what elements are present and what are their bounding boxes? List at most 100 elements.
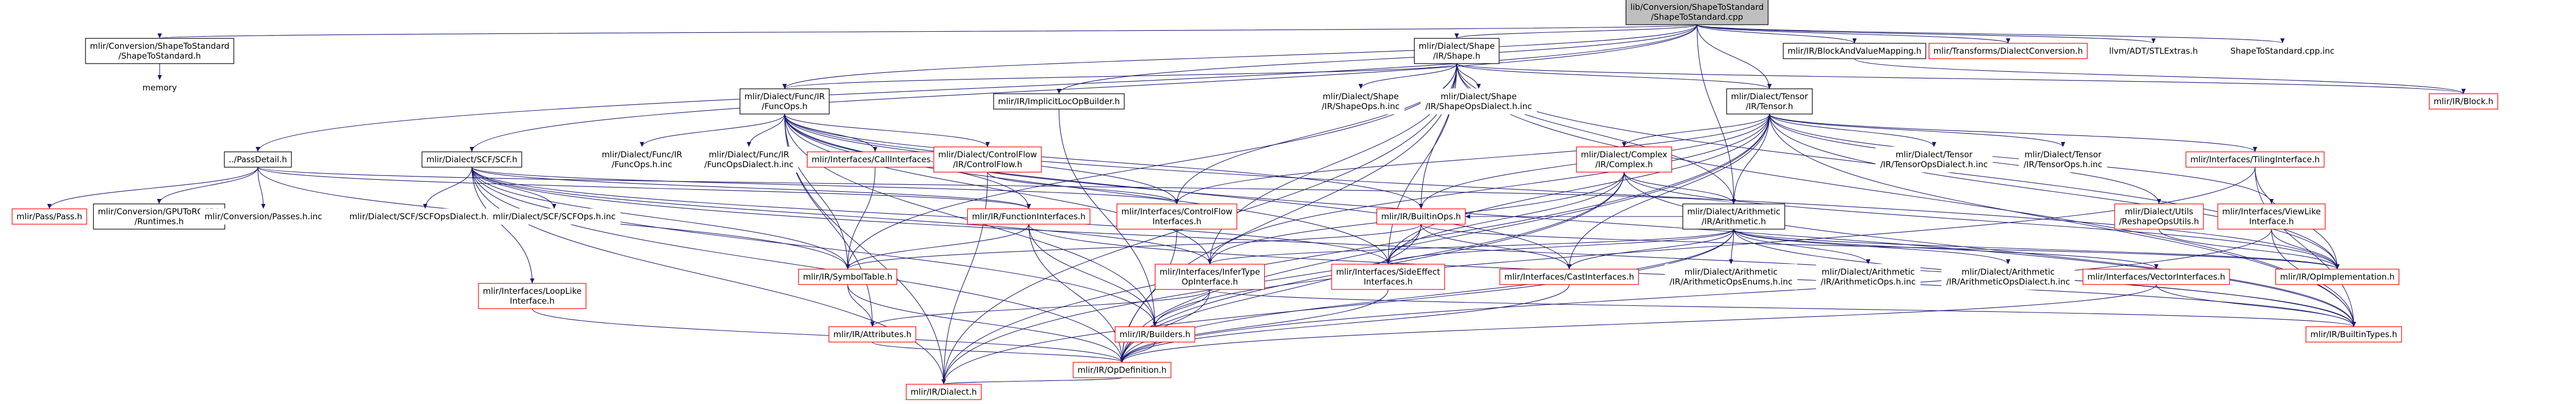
node-box xyxy=(1421,88,1537,115)
edge-tensor-h-to-complex-h xyxy=(1622,113,1770,147)
edge-func-h-to-funcops-dialect-inc xyxy=(747,113,785,147)
node-label-line: Interfaces.h xyxy=(1363,277,1412,287)
graph-node-vector-iface[interactable]: mlir/Interfaces/VectorInterfaces.h xyxy=(2082,269,2230,285)
graph-node-shapeops-dialect-inc[interactable]: mlir/Dialect/Shape/IR/ShapeOpsDialect.h.… xyxy=(1421,88,1537,115)
node-box xyxy=(478,283,587,309)
node-box xyxy=(2225,43,2340,59)
node-label-line: mlir/Dialect/Func/IR xyxy=(709,150,790,160)
graph-node-scf-h[interactable]: mlir/Dialect/SCF/SCF.h xyxy=(421,151,522,168)
graph-node-op-impl[interactable]: mlir/IR/OpImplementation.h xyxy=(2275,269,2399,285)
edge-builtin-ops-to-symbol-table xyxy=(845,224,1422,270)
node-label-line: /IR/ShapeOps.h.inc xyxy=(1322,101,1400,111)
graph-node-reshape-utils[interactable]: mlir/Dialect/Utils/ReshapeOpsUtils.h xyxy=(2114,203,2204,230)
node-label-line: mlir/IR/OpImplementation.h xyxy=(2280,272,2395,282)
node-label-line: mlir/Dialect/SCF/SCF.h xyxy=(426,155,517,164)
graph-node-attributes[interactable]: mlir/IR/Attributes.h xyxy=(828,326,916,343)
graph-node-tiling-iface[interactable]: mlir/Interfaces/TilingInterface.h xyxy=(2185,151,2325,168)
graph-node-gpu-passes[interactable]: mlir/Conversion/GPUToROCDL/Runtimes.h xyxy=(93,203,226,230)
graph-node-scfops-inc[interactable]: mlir/Dialect/SCF/SCFOps.h.inc xyxy=(488,208,621,225)
node-label-line: mlir/IR/FunctionInterfaces.h xyxy=(972,212,1085,221)
graph-node-passes-inc[interactable]: mlir/Conversion/Passes.h.inc xyxy=(200,208,327,225)
graph-node-arith-dialect-inc[interactable]: mlir/Dialect/Arithmetic/IR/ArithmeticOps… xyxy=(1941,264,2075,290)
edge-symbol-table-to-op-def xyxy=(847,284,1124,363)
graph-node-arith-h[interactable]: mlir/Dialect/Arithmetic/IR/Arithmetic.h xyxy=(1682,203,1785,230)
graph-node-tensorops-inc[interactable]: mlir/Dialect/Tensor/IR/TensorOps.h.inc xyxy=(2019,146,2107,173)
node-box xyxy=(967,208,1091,225)
graph-node-symbol-table[interactable]: mlir/IR/SymbolTable.h xyxy=(798,269,898,285)
graph-node-funcops-inc[interactable]: mlir/Dialect/Func/IR/FuncOps.h.inc xyxy=(597,146,687,173)
edge-shape-h-to-func-h xyxy=(782,63,1457,89)
node-label-line: mlir/Dialect/Func/IR xyxy=(602,150,683,160)
node-label-line: /ReshapeOpsUtils.h xyxy=(2119,217,2199,226)
node-label-line: mlir/Dialect/Complex xyxy=(1581,150,1667,160)
node-label-line: /IR/ShapeOpsDialect.h.inc xyxy=(1425,101,1532,111)
node-box xyxy=(2104,43,2203,59)
edge-tensor-h-to-side-effect xyxy=(1386,113,1770,265)
edge-viewlike-to-op-def xyxy=(1120,229,2272,363)
graph-node-shapeops-inc[interactable]: mlir/Dialect/Shape/IR/ShapeOps.h.inc xyxy=(1317,88,1405,115)
graph-node-root: lib/Conversion/ShapeToStandard/ShapeToSt… xyxy=(1625,0,1769,25)
edge-scf-h-to-side-effect xyxy=(471,167,1390,265)
graph-node-complex-h[interactable]: mlir/Dialect/Complex/IR/Complex.h xyxy=(1576,146,1672,173)
graph-node-stlextras[interactable]: llvm/ADT/STLExtras.h xyxy=(2104,43,2203,59)
edge-tensor-h-to-tensorops-dialect-inc xyxy=(1769,113,1936,147)
graph-node-block-h[interactable]: mlir/IR/Block.h xyxy=(2428,93,2499,110)
edge-func-h-to-symbol-table xyxy=(784,113,850,270)
node-label-line: mlir/Dialect/Shape xyxy=(1441,92,1517,101)
edge-func-iface-to-builders xyxy=(1028,224,1157,327)
graph-node-pass-h[interactable]: mlir/Pass/Pass.h xyxy=(12,208,87,225)
edge-tensor-h-to-builtin-types xyxy=(1769,113,2356,327)
node-label-line: mlir/Dialect/ControlFlow xyxy=(938,150,1037,160)
node-box xyxy=(2428,93,2499,110)
graph-node-conv-h[interactable]: mlir/Conversion/ShapeToStandard/ShapeToS… xyxy=(85,38,234,64)
node-label-line: mlir/Dialect/Shape xyxy=(1323,92,1399,101)
node-label-line: mlir/IR/Builders.h xyxy=(1119,329,1190,339)
graph-node-arith-ops-inc[interactable]: mlir/Dialect/Arithmetic/IR/ArithmeticOps… xyxy=(1816,264,1921,290)
graph-node-dialect-conv[interactable]: mlir/Transforms/DialectConversion.h xyxy=(1929,43,2088,59)
graph-node-builtin-ops[interactable]: mlir/IR/BuiltinOps.h xyxy=(1376,208,1466,225)
edge-builders-to-op-def xyxy=(1120,342,1155,363)
graph-node-passdetail[interactable]: ../PassDetail.h xyxy=(224,151,292,168)
edge-complex-h-to-side-effect xyxy=(1386,172,1625,265)
edge-complex-h-to-dialect-h xyxy=(942,172,1625,385)
graph-node-op-def[interactable]: mlir/IR/OpDefinition.h xyxy=(1073,362,1171,378)
graph-node-block-value[interactable]: mlir/IR/BlockAndValueMapping.h xyxy=(1783,43,1926,59)
node-label-line: mlir/Dialect/Func/IR xyxy=(745,92,825,101)
node-box xyxy=(200,208,327,225)
node-box xyxy=(828,326,916,343)
graph-node-scfops-dialect-inc[interactable]: mlir/Dialect/SCF/SCFOpsDialect.h.inc xyxy=(345,208,506,225)
graph-node-funcops-dialect-inc[interactable]: mlir/Dialect/Func/IR/FuncOpsDialect.h.in… xyxy=(700,146,798,173)
node-box xyxy=(1317,88,1405,115)
graph-node-cast-iface[interactable]: mlir/Interfaces/CastInterfaces.h xyxy=(1499,269,1639,285)
graph-node-arith-enums-inc[interactable]: mlir/Dialect/Arithmetic/IR/ArithmeticOps… xyxy=(1665,264,1797,290)
graph-node-func-h[interactable]: mlir/Dialect/Func/IR/FuncOps.h xyxy=(740,88,830,115)
edge-viewlike-to-op-impl xyxy=(2271,229,2340,270)
edge-vector-iface-to-builtin-types xyxy=(2156,284,2356,327)
edge-func-h-to-cast-iface xyxy=(784,113,1571,270)
graph-node-tensor-h[interactable]: mlir/Dialect/Tensor/IR/Tensor.h xyxy=(1726,88,1813,115)
graph-node-builtin-types[interactable]: mlir/IR/BuiltinTypes.h xyxy=(2306,326,2402,343)
edge-arith-h-to-cast-iface xyxy=(1567,229,1734,270)
graph-node-memory[interactable]: memory xyxy=(138,79,182,96)
edge-scf-h-to-func-iface xyxy=(471,167,1031,209)
node-layer: lib/Conversion/ShapeToStandard/ShapeToSt… xyxy=(12,0,2499,400)
graph-node-func-iface[interactable]: mlir/IR/FunctionInterfaces.h xyxy=(967,208,1091,225)
graph-node-shape-h[interactable]: mlir/Dialect/Shape/IR/Shape.h xyxy=(1414,38,1500,64)
graph-node-tensorops-dialect-inc[interactable]: mlir/Dialect/Tensor/IR/TensorOpsDialect.… xyxy=(1875,146,1993,173)
graph-node-dialect-h[interactable]: mlir/IR/Dialect.h xyxy=(906,384,982,400)
edge-scf-h-to-symbol-table xyxy=(471,167,850,270)
graph-node-std-cpp-inc[interactable]: ShapeToStandard.cpp.inc xyxy=(2225,43,2340,59)
graph-node-cf-h[interactable]: mlir/Dialect/ControlFlow/IR/ControlFlow.… xyxy=(933,146,1042,173)
graph-node-call-iface[interactable]: mlir/Interfaces/CallInterfaces.h xyxy=(807,151,944,168)
node-box xyxy=(2019,146,2107,173)
node-label-line: /FuncOpsDialect.h.inc xyxy=(704,160,794,169)
node-label-line: mlir/Dialect/Tensor xyxy=(2025,150,2102,160)
graph-node-implicit-loc[interactable]: mlir/IR/ImplicitLocOpBuilder.h xyxy=(993,93,1125,110)
edge-shape-h-to-tensor-h xyxy=(1456,63,1772,89)
graph-node-builders[interactable]: mlir/IR/Builders.h xyxy=(1114,326,1196,343)
